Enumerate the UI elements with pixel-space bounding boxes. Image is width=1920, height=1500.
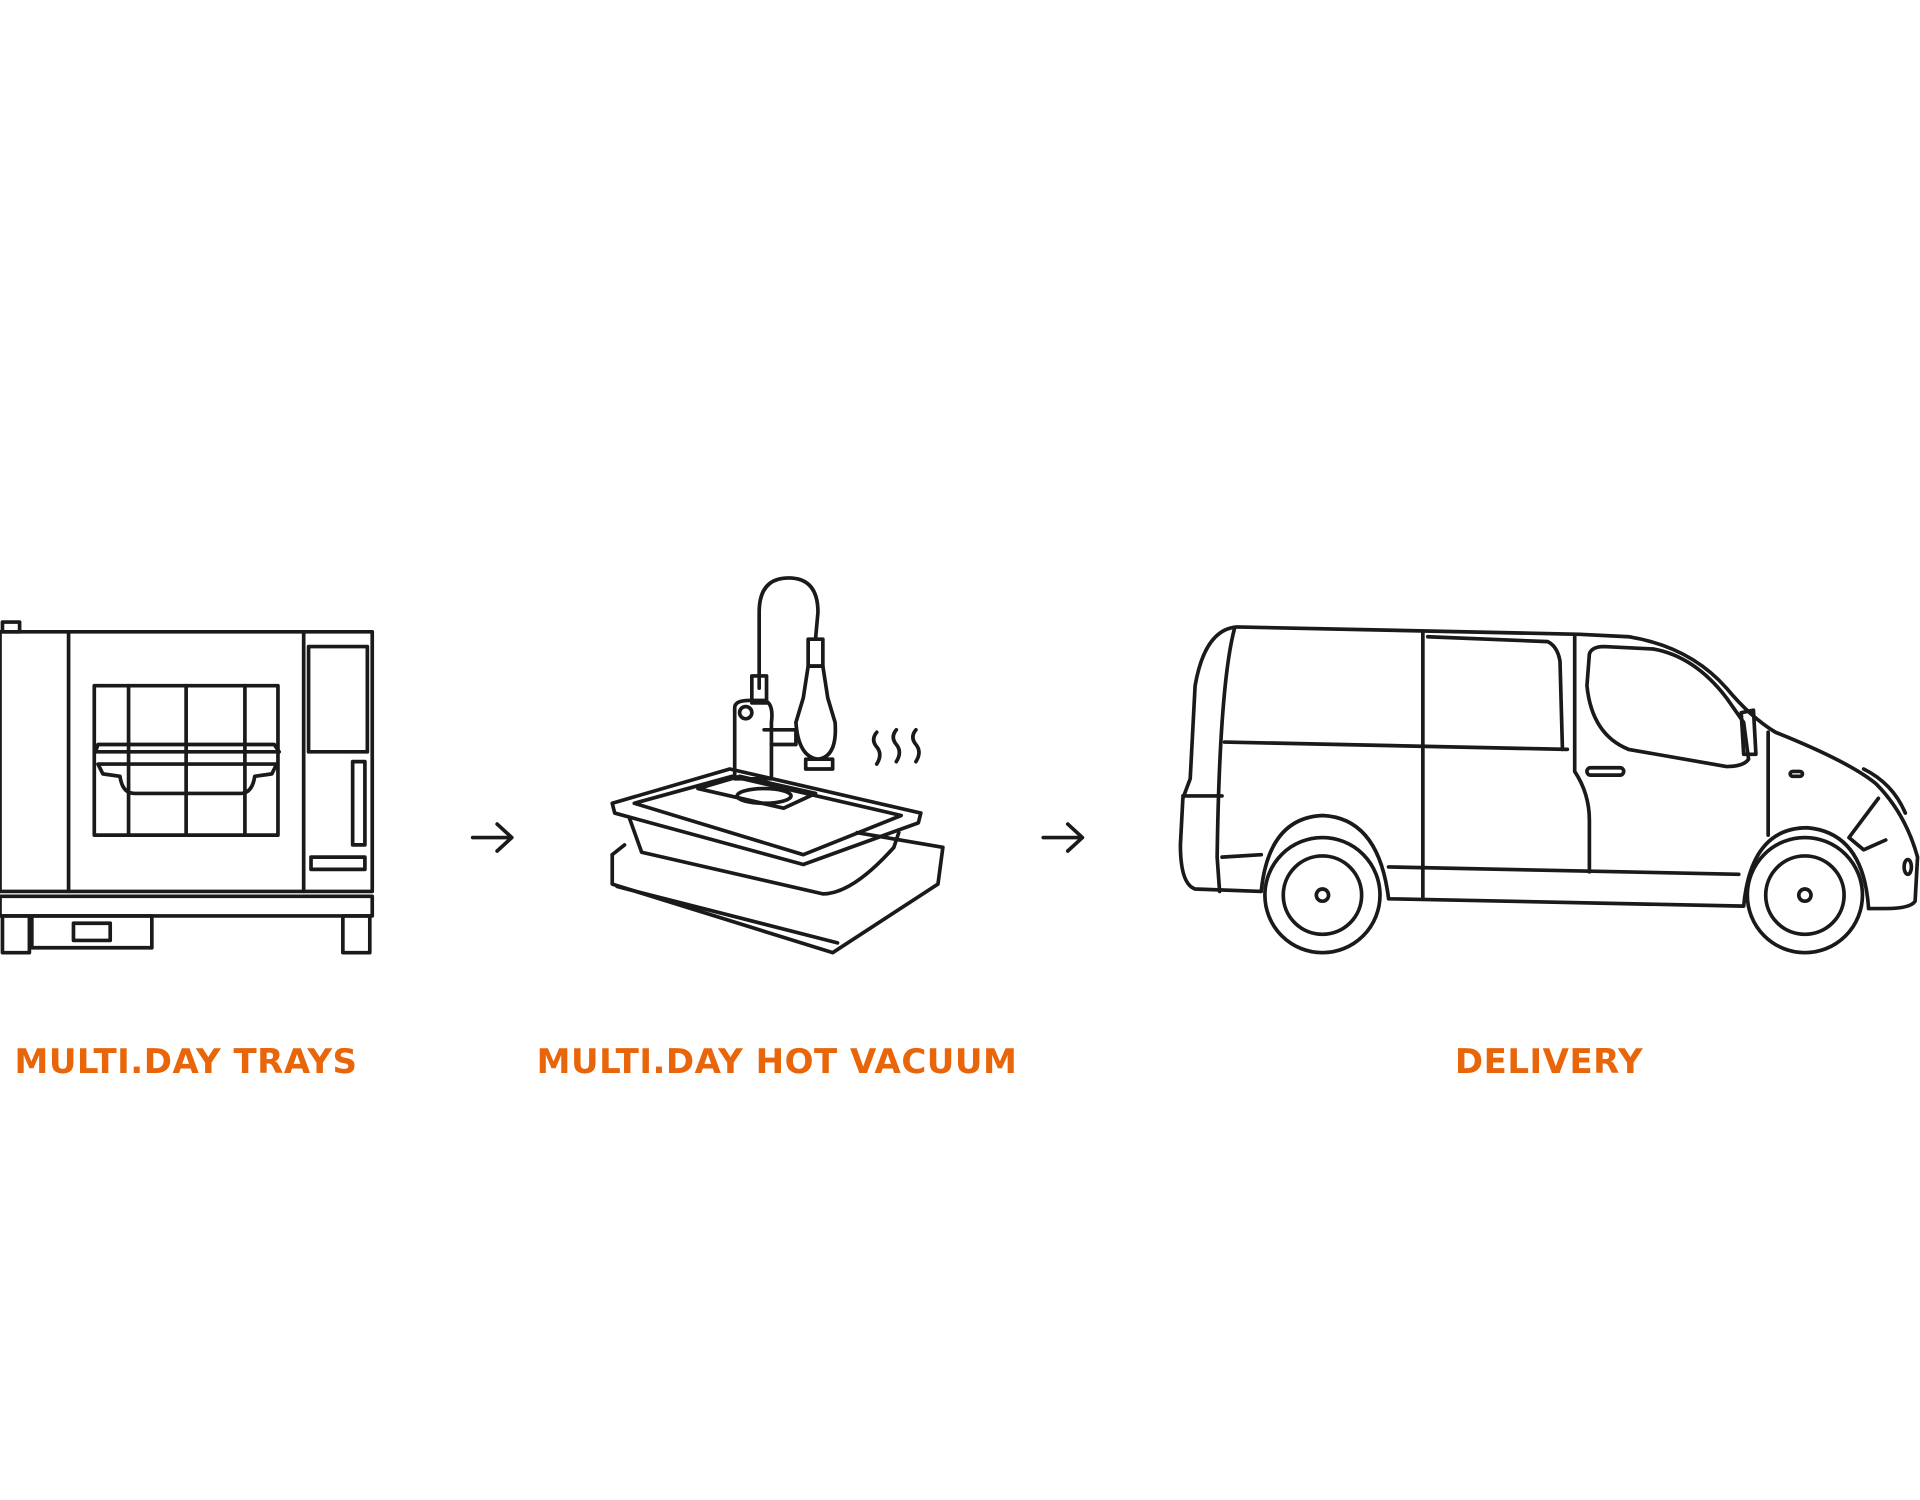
step-label-hot-vacuum: MULTI.DAY HOT VACUUM <box>536 1042 1018 1082</box>
step-label-trays: MULTI.DAY TRAYS <box>14 1042 358 1082</box>
arrow-right-icon <box>470 822 514 853</box>
combi-oven-icon <box>0 620 375 955</box>
vacuum-tray-icon <box>610 576 945 955</box>
step-label-delivery: DELIVERY <box>1454 1042 1644 1082</box>
delivery-van-icon <box>1178 625 1920 955</box>
arrow-right-icon <box>1041 822 1085 853</box>
